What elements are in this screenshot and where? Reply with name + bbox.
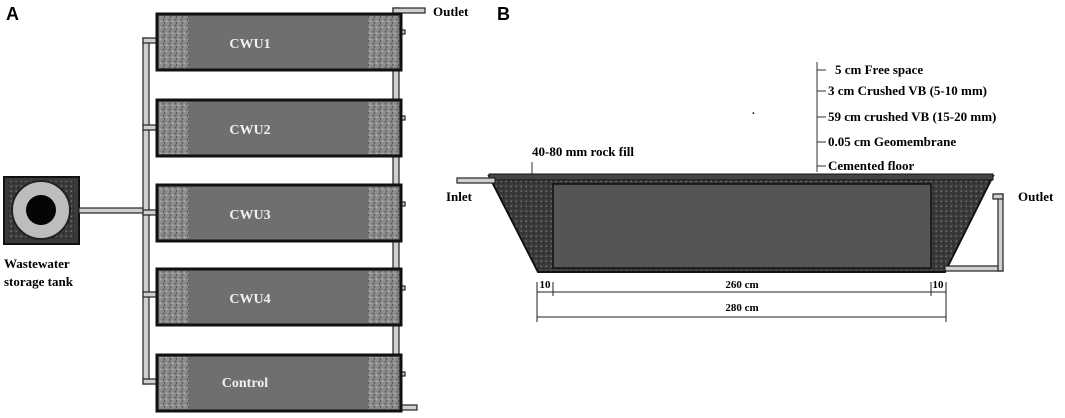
panel-b-letter: B	[497, 4, 510, 24]
inlet-label: Inlet	[446, 189, 473, 204]
unit-label-cwu2: CWU2	[229, 123, 270, 138]
unit-label-cwu1: CWU1	[229, 37, 270, 52]
unit-label-cwu4: CWU4	[229, 292, 270, 307]
wastewater-storage-tank	[3, 176, 80, 245]
unit-label-control: Control	[222, 376, 269, 391]
unit-label-cwu3: CWU3	[229, 208, 270, 223]
layer-label-free-space: 5 cm Free space	[835, 62, 923, 77]
tank-label-line1: Wastewater	[4, 256, 70, 271]
dim-middle-label: 260 cm	[725, 279, 758, 291]
inlet-pipe	[456, 177, 496, 184]
unit-cwu1: CWU1	[155, 12, 403, 72]
unit-cwu4: CWU4	[155, 267, 403, 327]
rock-fill-label: 40-80 mm rock fill	[532, 144, 634, 159]
dim-total-label: 280 cm	[725, 302, 758, 314]
dimension-lines	[536, 282, 947, 322]
layer-ticks	[817, 69, 826, 167]
panel-a-outlet-label: Outlet	[433, 4, 469, 19]
unit-cwu2: CWU2	[155, 98, 403, 158]
panel-a-letter: A	[6, 4, 19, 24]
dim-right-label: 10	[933, 279, 945, 291]
tank-label-line2: storage tank	[4, 274, 74, 289]
wetland-basin	[487, 173, 995, 273]
feed-pipe	[78, 37, 158, 385]
dim-left-label: 10	[540, 279, 552, 291]
unit-cwu3: CWU3	[155, 183, 403, 243]
panel-b-outlet-label: Outlet	[1018, 189, 1054, 204]
unit-control: Control	[155, 353, 403, 413]
panel-b-outlet-pipe	[944, 193, 1004, 272]
layer-label-cemented-floor: Cemented floor	[828, 158, 915, 173]
layer-label-crushed-vb-coarse: 59 cm crushed VB (15-20 mm)	[828, 109, 996, 124]
layer-label-crushed-vb-fine: 3 cm Crushed VB (5-10 mm)	[828, 83, 987, 98]
layer-label-geomembrane: 0.05 cm Geomembrane	[828, 134, 956, 149]
stray-dot: .	[752, 105, 755, 117]
